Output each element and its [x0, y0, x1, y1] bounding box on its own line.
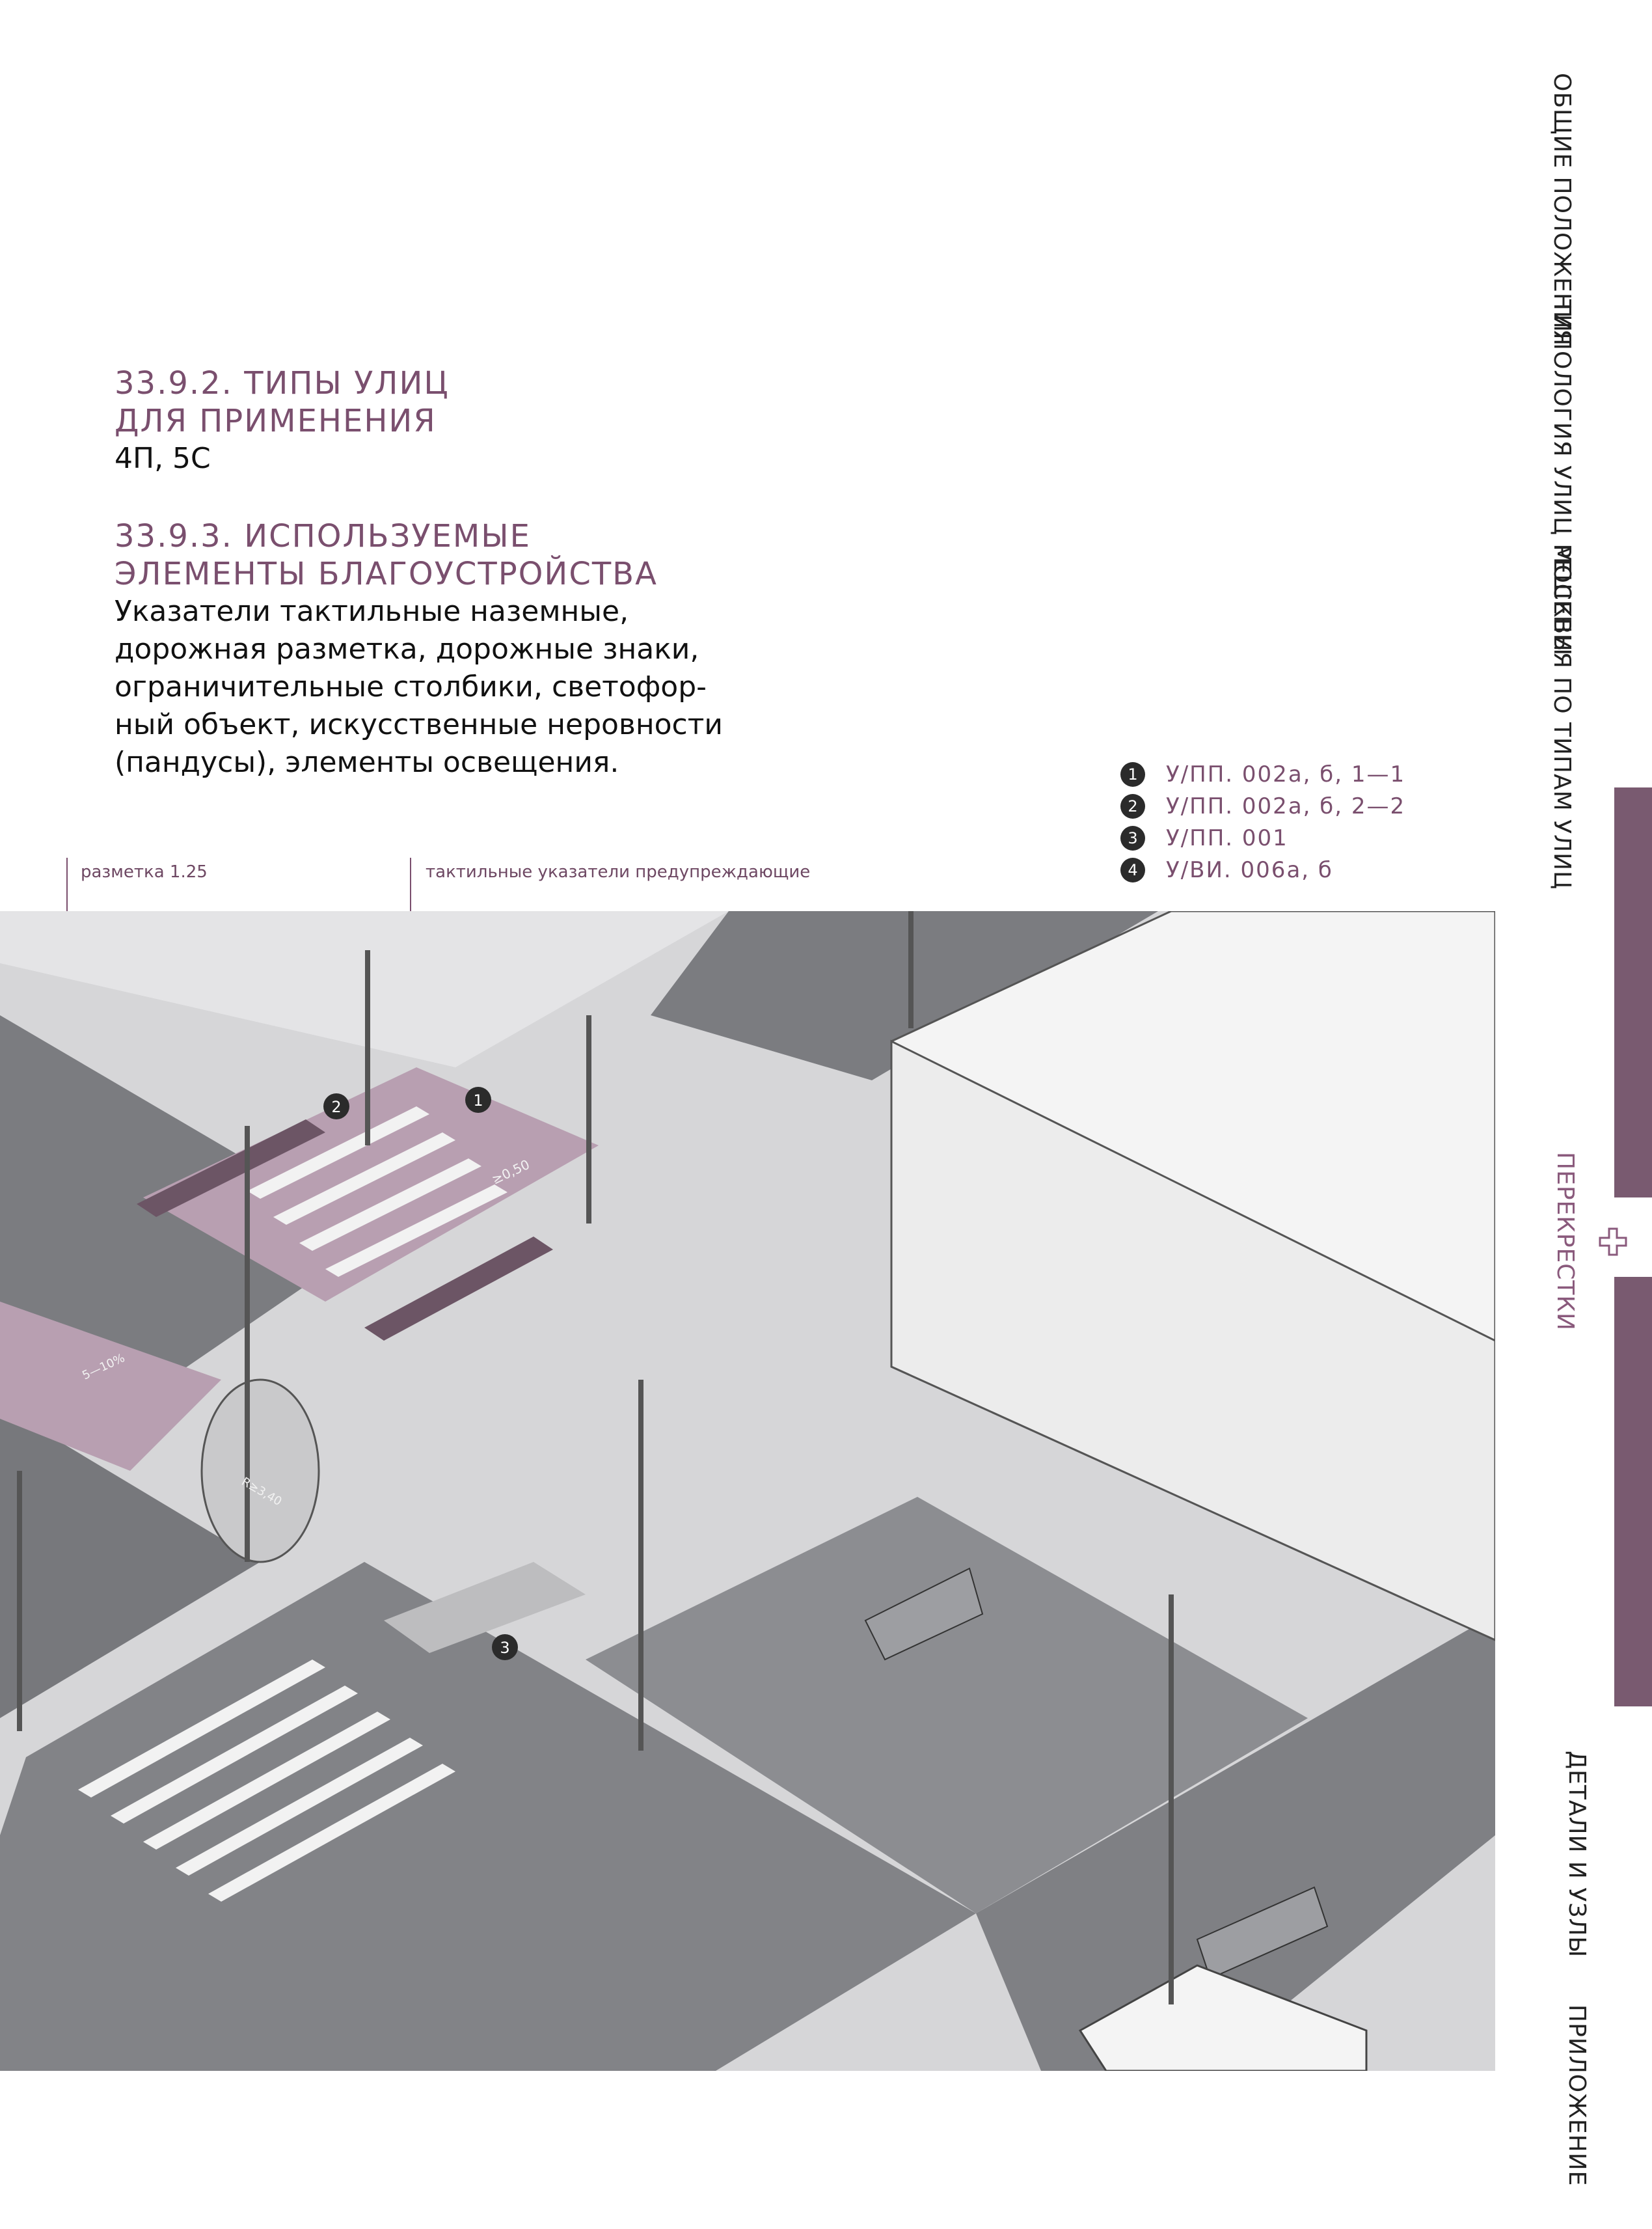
legend-number-badge: 3 — [1120, 825, 1145, 851]
section-elements: 33.9.3. ИСПОЛЬЗУЕМЫЕ ЭЛЕМЕНТЫ БЛАГОУСТРО… — [115, 517, 726, 782]
intersection-illustration: 1 2 3 ≥0,50 5—10% R≥3,40 — [0, 911, 1495, 2071]
nav-active-bar — [1614, 1277, 1652, 1706]
pink-crossing-top — [143, 1067, 599, 1302]
body-line: дорожная разметка, дорожные знаки, — [115, 633, 699, 666]
building-facade — [890, 1039, 1495, 1641]
legend-label: У/ПП. 002а, б, 2—2 — [1166, 793, 1406, 819]
tactile-strip — [364, 1237, 553, 1341]
legend-item: 1 У/ПП. 002а, б, 1—1 — [1120, 758, 1405, 790]
callout-tactile: тактильные указатели предупреждающие — [426, 862, 811, 882]
street-poles — [17, 911, 1174, 2004]
nav-typology[interactable]: ТИПОЛОГИЯ УЛИЦ МОСКВЫ — [1549, 299, 1575, 656]
body-line: ный объект, искусственные неровности — [115, 708, 723, 741]
legend-label: У/ПП. 001 — [1166, 825, 1288, 851]
diagram-marker-2-label: 2 — [331, 1098, 341, 1116]
section-heading: ДЛЯ ПРИМЕНЕНИЯ — [115, 403, 437, 439]
zebra-bottom — [78, 1660, 455, 1902]
road-top — [651, 911, 1158, 1080]
legend-label: У/ВИ. 006а, б — [1166, 856, 1333, 883]
refuge-island — [200, 1378, 320, 1563]
pink-crossing-left — [0, 1302, 221, 1471]
diagram-marker-2 — [323, 1093, 349, 1119]
nav-appendix[interactable]: ПРИЛОЖЕНИЕ — [1564, 2004, 1590, 2187]
car — [1078, 1964, 1368, 2071]
legend-number-badge: 1 — [1120, 761, 1145, 787]
section-heading: 33.9.3. ИСПОЛЬЗУЕМЫЕ — [115, 518, 531, 554]
body-line: Указатели тактильные наземные, — [115, 595, 629, 628]
tactile-strip — [137, 1119, 325, 1217]
planter — [1196, 1886, 1329, 1980]
legend-item: 3 У/ПП. 001 — [1120, 822, 1405, 854]
nav-active-bar — [1614, 787, 1652, 1197]
legend-number-badge: 4 — [1120, 857, 1145, 882]
nav-intersections[interactable]: ПЕРЕКРЕСТКИ — [1552, 1152, 1578, 1331]
diagram-marker-1-label: 1 — [473, 1091, 483, 1110]
planter — [864, 1567, 984, 1661]
diagram-marker-3 — [492, 1634, 518, 1660]
nav-details[interactable]: ДЕТАЛИ И УЗЛЫ — [1564, 1751, 1590, 1958]
section-heading: 33.9.2. ТИПЫ УЛИЦ — [115, 365, 450, 402]
body-line: (пандусы), элементы освещения. — [115, 746, 619, 779]
tactile-strip — [384, 1562, 586, 1653]
section-street-types: 33.9.2. ТИПЫ УЛИЦ ДЛЯ ПРИМЕНЕНИЯ 4П, 5С — [115, 364, 700, 478]
cross-icon — [1599, 1227, 1627, 1256]
upper-sidewalk — [0, 911, 729, 1067]
road-bottom-right — [586, 1497, 1308, 1913]
section-value: 4П, 5С — [115, 442, 211, 475]
nav-solutions[interactable]: РЕШЕНИЯ ПО ТИПАМ УЛИЦ — [1549, 544, 1575, 890]
diagram-marker-1 — [465, 1087, 491, 1113]
body-line: ограничительные столбики, светофор- — [115, 670, 707, 704]
legend-item: 2 У/ПП. 002а, б, 2—2 — [1120, 790, 1405, 822]
nav-general[interactable]: ОБЩИЕ ПОЛОЖЕНИЯ — [1549, 73, 1575, 346]
zebra-top — [247, 1106, 508, 1277]
legend-number-badge: 2 — [1120, 793, 1145, 819]
legend-label: У/ПП. 002а, б, 1—1 — [1166, 761, 1406, 787]
diagram-marker-3-label: 3 — [500, 1639, 509, 1657]
road-bottom — [0, 1562, 976, 2071]
legend: 1 У/ПП. 002а, б, 1—1 2 У/ПП. 002а, б, 2—… — [1120, 758, 1405, 886]
legend-item: 4 У/ВИ. 006а, б — [1120, 854, 1405, 886]
callout-marking: разметка 1.25 — [81, 862, 208, 882]
section-heading: ЭЛЕМЕНТЫ БЛАГОУСТРОЙСТВА — [115, 556, 658, 592]
road-lower-left — [0, 1406, 260, 1718]
road-right — [976, 1614, 1495, 2071]
